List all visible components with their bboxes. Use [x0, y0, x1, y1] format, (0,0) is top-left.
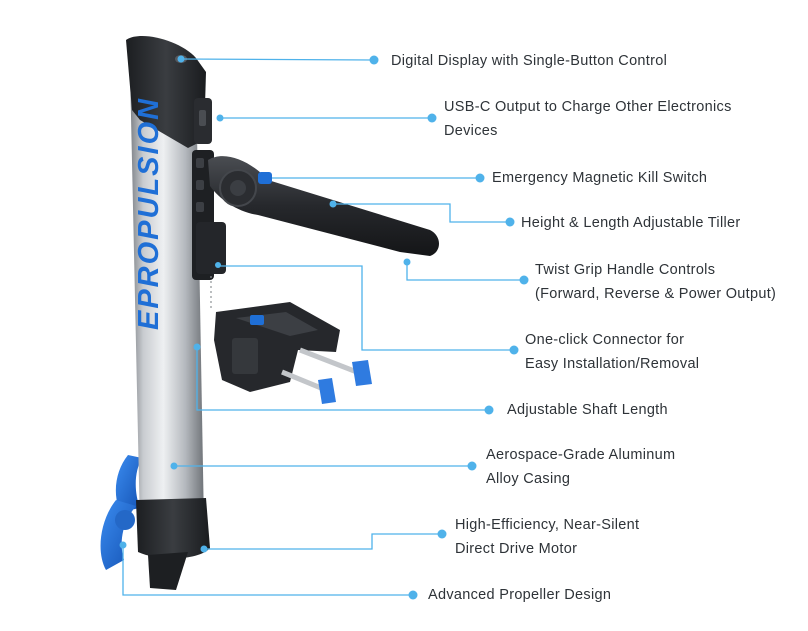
callout-line: Height & Length Adjustable Tiller — [521, 215, 741, 231]
kill-switch-icon — [258, 172, 272, 184]
callout-tiller: Height & Length Adjustable Tiller — [521, 211, 740, 235]
brand-wordmark: EPROPULSION — [133, 97, 165, 330]
clamp-knob-lower — [318, 378, 336, 404]
callout-line: Direct Drive Motor — [455, 541, 578, 557]
leader-lines — [122, 58, 524, 596]
leader-twist-grip — [406, 262, 524, 281]
leader-dots — [369, 55, 529, 600]
callout-line: High-Efficiency, Near-Silent — [455, 517, 640, 533]
propeller-blade-upper — [115, 455, 142, 512]
leader-connector — [218, 265, 514, 351]
callout-line: Advanced Propeller Design — [428, 587, 612, 603]
callout-line: Easy Installation/Removal — [525, 356, 700, 372]
callout-kill-switch: Emergency Magnetic Kill Switch — [492, 166, 707, 190]
callout-shaft: Adjustable Shaft Length — [507, 398, 668, 422]
callout-usbc: USB-C Output to Charge Other Electronics… — [444, 95, 732, 143]
leader-propeller — [122, 545, 413, 596]
callout-line: Emergency Magnetic Kill Switch — [492, 170, 708, 186]
callout-line: Alloy Casing — [486, 471, 571, 487]
propeller-blade-lower — [100, 500, 136, 570]
callout-display: Digital Display with Single-Button Contr… — [391, 49, 667, 73]
clamp-knob-upper — [352, 360, 372, 386]
callout-line: Digital Display with Single-Button Contr… — [391, 53, 668, 69]
callout-line: Aerospace-Grade Aluminum — [486, 447, 676, 463]
callout-connector: One-click Connector for Easy Installatio… — [525, 328, 699, 376]
leader-display — [180, 58, 375, 61]
leader-motor — [204, 533, 442, 550]
propeller-hub — [115, 510, 135, 530]
skeg — [148, 552, 188, 590]
callout-line: (Forward, Reverse & Power Output) — [535, 286, 777, 302]
callout-line: USB-C Output to Charge Other Electronics — [444, 99, 732, 115]
connector-latch — [196, 222, 226, 274]
callout-twist-grip: Twist Grip Handle Controls (Forward, Rev… — [535, 258, 776, 306]
callout-line: Adjustable Shaft Length — [507, 402, 668, 418]
callout-motor: High-Efficiency, Near-Silent Direct Driv… — [455, 513, 639, 561]
callout-line: Devices — [444, 123, 498, 139]
callout-propeller: Advanced Propeller Design — [428, 583, 611, 607]
callout-casing: Aerospace-Grade Aluminum Alloy Casing — [486, 443, 675, 491]
leader-shaft — [196, 347, 489, 411]
leader-tiller — [333, 203, 510, 223]
callout-line: Twist Grip Handle Controls — [535, 262, 716, 278]
motor-housing — [136, 498, 210, 559]
display-head — [126, 36, 206, 148]
callout-line: One-click Connector for — [525, 332, 685, 348]
shaft-tube — [130, 70, 204, 528]
